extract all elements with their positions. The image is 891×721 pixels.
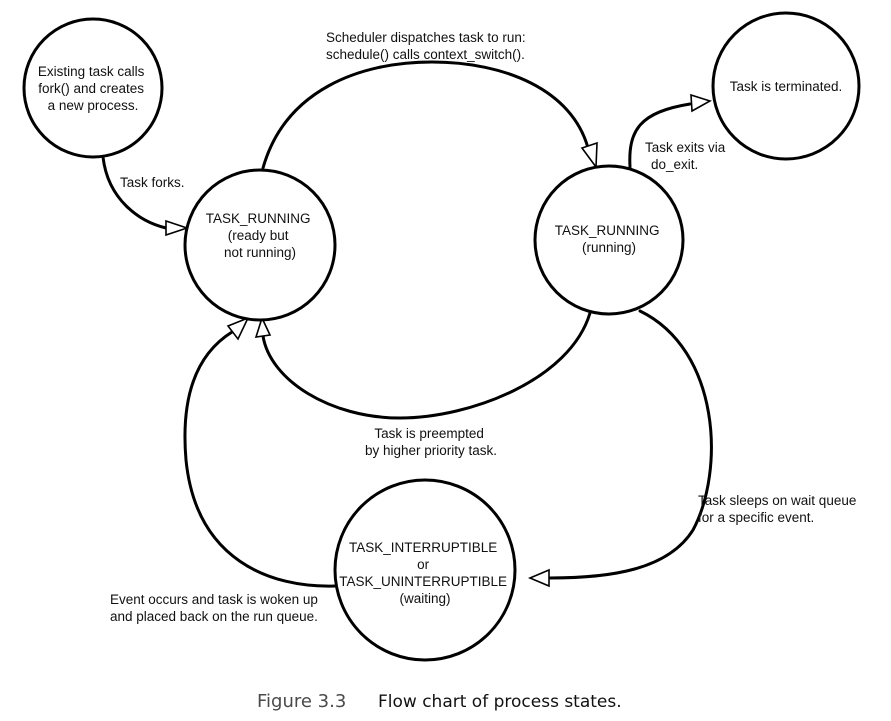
- state-terminated-label: Task is terminated.: [730, 79, 843, 94]
- edge-fork-label: Task forks.: [120, 175, 185, 190]
- edge-dispatch: [261, 60, 598, 170]
- edge-preempt-label-line: Task is preempted: [374, 426, 484, 441]
- state-waiting-label: TASK_INTERRUPTIBLE or TASK_UNINTERRUPTIB…: [339, 540, 511, 606]
- state-terminated-circle: [711, 11, 861, 161]
- edge-dispatch-line: [261, 60, 590, 170]
- state-ready-circle: [183, 168, 337, 322]
- edge-preempt: [254, 311, 592, 420]
- state-ready: TASK_RUNNING (ready but not running): [183, 168, 337, 322]
- edge-exit: [628, 93, 713, 169]
- state-waiting-line: TASK_INTERRUPTIBLE: [349, 540, 497, 555]
- edge-exit-arrowhead: [690, 93, 713, 113]
- state-new-line: a new process.: [48, 98, 139, 113]
- state-ready-line: (ready but: [228, 228, 289, 243]
- state-ready-line: not running): [224, 245, 296, 260]
- state-new-line: Existing task calls: [38, 64, 145, 79]
- edge-fork-label-line: Task forks.: [120, 175, 185, 190]
- state-running-line: (running): [582, 240, 636, 255]
- edge-sleep: [527, 309, 713, 588]
- figure-caption-number: Figure 3.3: [257, 691, 346, 712]
- state-running-line: TASK_RUNNING: [555, 223, 660, 238]
- edge-exit-label-line: Task exits via: [645, 140, 726, 155]
- edge-sleep-label-line: Task sleeps on wait queue: [698, 493, 856, 508]
- edge-wake-label-line: Event occurs and task is woken up: [110, 592, 318, 607]
- state-new-label: Existing task calls fork() and creates a…: [38, 64, 148, 113]
- edge-wake-line: [183, 330, 337, 588]
- edge-preempt-line: [261, 311, 592, 420]
- state-waiting-line: or: [417, 557, 430, 572]
- edge-fork-arrowhead: [165, 219, 190, 237]
- state-new-circle: [22, 17, 164, 159]
- state-waiting-line: (waiting): [399, 591, 450, 606]
- edge-wake-label: Event occurs and task is woken up and pl…: [110, 592, 322, 624]
- figure-caption-text: Flow chart of process states.: [378, 692, 622, 712]
- edge-dispatch-arrowhead: [580, 141, 598, 170]
- state-ready-label: TASK_RUNNING (ready but not running): [206, 211, 315, 260]
- edge-dispatch-label: Scheduler dispatches task to run: schedu…: [326, 30, 529, 62]
- edge-fork-line: [101, 155, 168, 230]
- state-new: Existing task calls fork() and creates a…: [22, 17, 164, 159]
- state-waiting-circle: [333, 478, 517, 662]
- edge-sleep-label-line: for a specific event.: [698, 510, 814, 525]
- state-waiting: TASK_INTERRUPTIBLE or TASK_UNINTERRUPTIB…: [333, 478, 517, 662]
- edge-preempt-label-line: by higher priority task.: [365, 443, 497, 458]
- edge-preempt-arrowhead: [254, 315, 272, 338]
- state-waiting-line: TASK_UNINTERRUPTIBLE: [339, 574, 507, 589]
- edge-exit-label: Task exits via do_exit.: [645, 140, 729, 172]
- edge-wake: [183, 316, 337, 588]
- state-running-label: TASK_RUNNING (running): [555, 223, 664, 255]
- figure-caption: Figure 3.3 Flow chart of process states.: [257, 691, 622, 712]
- state-ready-line: TASK_RUNNING: [206, 211, 311, 226]
- edge-dispatch-label-line: schedule() calls context_switch().: [326, 47, 525, 62]
- state-terminated-line: Task is terminated.: [730, 79, 843, 94]
- state-terminated: Task is terminated.: [711, 11, 861, 161]
- edge-dispatch-label-line: Scheduler dispatches task to run:: [326, 30, 526, 45]
- edge-wake-label-line: and placed back on the run queue.: [110, 609, 318, 624]
- edge-exit-line: [628, 102, 692, 169]
- state-running-circle: [533, 164, 685, 316]
- edge-preempt-label: Task is preempted by higher priority tas…: [365, 426, 497, 458]
- edge-wake-arrowhead: [226, 316, 250, 341]
- edge-sleep-arrowhead: [527, 568, 550, 588]
- edge-exit-label-line: do_exit.: [651, 157, 698, 172]
- state-running: TASK_RUNNING (running): [533, 164, 685, 316]
- state-new-line: fork() and creates: [38, 81, 144, 96]
- edge-sleep-line: [548, 309, 713, 580]
- edge-sleep-label: Task sleeps on wait queue for a specific…: [698, 493, 860, 525]
- edge-fork: [101, 155, 190, 237]
